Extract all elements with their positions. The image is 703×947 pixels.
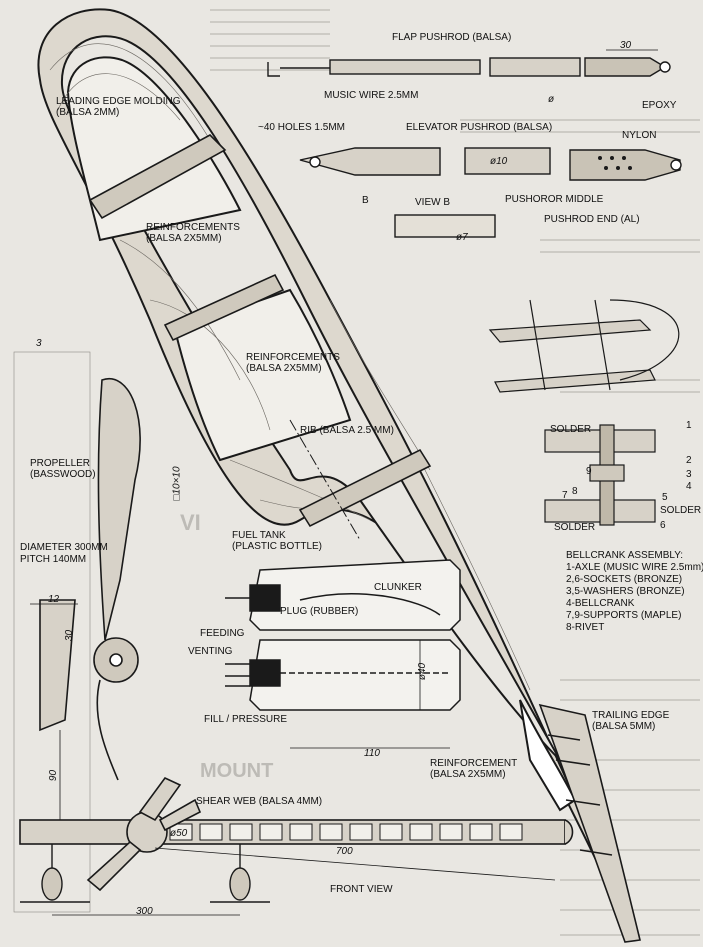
dim-30-prop: 30 <box>64 629 76 642</box>
callout-9: 9 <box>586 466 592 477</box>
callout-7: 7 <box>562 490 568 501</box>
background-ghost-text-1: VI <box>180 510 201 535</box>
background-ghost-text-2: MOUNT <box>200 760 274 782</box>
bellcrank-legend-item: 2,6-SOCKETS (BRONZE) <box>566 574 683 585</box>
front-view-propeller <box>86 776 202 892</box>
label-music-wire: MUSIC WIRE 2.5mm <box>324 90 419 101</box>
label-leading-edge: LEADING EDGE MOLDING (BALSA 2mm) <box>56 96 181 118</box>
label-feeding: FEEDING <box>200 628 245 639</box>
label-plug: PLUG (RUBBER) <box>280 606 359 617</box>
label-solder-bottom: SOLDER <box>554 522 596 533</box>
dim-110: 110 <box>364 748 380 759</box>
label-pushrod-middle: PUSHOROR MIDDLE <box>505 194 604 205</box>
dim-700: 700 <box>336 846 353 857</box>
label-fill-pressure: FILL / PRESSURE <box>204 714 287 725</box>
callout-1: 1 <box>686 420 692 431</box>
bellcrank-legend: BELLCRANK ASSEMBLY: 1-AXLE (MUSIC WIRE 2… <box>566 550 703 634</box>
trailing-edge <box>538 703 641 943</box>
propeller-drawing <box>39 377 141 781</box>
label-nylon: NYLON <box>622 130 657 141</box>
front-view-shear-webs <box>169 823 523 841</box>
label-epoxy: EPOXY <box>642 100 677 111</box>
label-reinforcement: REINFORCEMENT (BALSA 2X5mm) <box>430 758 518 780</box>
callout-5: 5 <box>662 492 668 503</box>
label-propeller: PROPELLER (BASSWOOD) <box>30 458 96 480</box>
dim-phi40: ø40 <box>417 662 429 681</box>
bellcrank-legend-title: BELLCRANK ASSEMBLY: <box>566 550 684 561</box>
label-flap-pushrod: FLAP PUSHROD (BALSA) <box>392 32 512 43</box>
label-trailing-edge: TRAILING EDGE (BALSA 5mm) <box>592 710 670 732</box>
bellcrank-legend-item: 7,9-SUPPORTS (MAPLE) <box>566 610 682 621</box>
dim-10x10: □10×10 <box>171 466 183 501</box>
dim-phi7: ø7 <box>456 232 468 243</box>
bellcrank-sketch <box>488 299 680 393</box>
label-b-mark: B <box>362 195 369 206</box>
elevator-pushrod <box>299 147 682 238</box>
dim-phi50: ø50 <box>170 828 188 839</box>
pushrod-holes <box>598 156 632 170</box>
fuel-tank <box>225 559 461 711</box>
label-reinforcements-1: REINFORCEMENTS (BALSA 2X5mm) <box>146 222 240 244</box>
label-solder-top: SOLDER <box>550 424 592 435</box>
label-clunker: CLUNKER <box>374 582 422 593</box>
dimension-lines <box>30 603 556 916</box>
label-holes: ~40 HOLES 1.5mm <box>258 122 345 133</box>
callout-2: 2 <box>686 455 692 466</box>
callout-8: 8 <box>572 486 578 497</box>
dim-300: 300 <box>136 906 153 917</box>
label-front-view: FRONT VIEW <box>330 884 393 895</box>
bellcrank-legend-item: 8-RIVET <box>566 622 605 633</box>
bellcrank-section <box>544 424 656 526</box>
label-shear-web: SHEAR WEB (BALSA 4mm) <box>196 796 323 807</box>
callout-4: 4 <box>686 481 692 492</box>
dim-90: 90 <box>48 769 60 782</box>
flap-pushrod <box>267 49 671 77</box>
propeller-grid <box>13 351 91 913</box>
dim-3: 3 <box>36 338 42 349</box>
label-view-b: VIEW B <box>415 197 451 208</box>
callout-6: 6 <box>660 520 666 531</box>
label-reinforcements-2: REINFORCEMENTS (BALSA 2X5mm) <box>246 352 340 374</box>
landing-gear <box>20 844 270 903</box>
rib-centerline <box>289 419 361 541</box>
label-diameter: DIAMETER 300mm <box>20 542 108 553</box>
dim-12: 12 <box>48 594 60 605</box>
label-pushrod-end: PUSHROD END (AL) <box>544 214 640 225</box>
callout-3: 3 <box>686 469 692 480</box>
bellcrank-legend-item: 4-BELLCRANK <box>566 598 635 609</box>
dim-phi10: ø10 <box>490 156 508 167</box>
label-pitch: PITCH 140mm <box>20 554 87 565</box>
label-fuel-tank: FUEL TANK (PLASTIC BOTTLE) <box>232 530 323 552</box>
label-solder-right: SOLDER <box>660 505 702 516</box>
bellcrank-legend-item: 3,5-WASHERS (BRONZE) <box>566 586 685 597</box>
label-rib: RIB (BALSA 2.5 mm) <box>300 425 394 436</box>
bellcrank-legend-item: 1-AXLE (MUSIC WIRE 2.5mm) <box>566 562 703 573</box>
label-elevator-pushrod: ELEVATOR PUSHROD (BALSA) <box>406 122 553 133</box>
label-venting: VENTING <box>188 646 233 657</box>
dim-flap-phi: ø <box>548 94 555 105</box>
dim-30-flap: 30 <box>620 40 632 51</box>
wing-reinforcements <box>88 134 432 528</box>
